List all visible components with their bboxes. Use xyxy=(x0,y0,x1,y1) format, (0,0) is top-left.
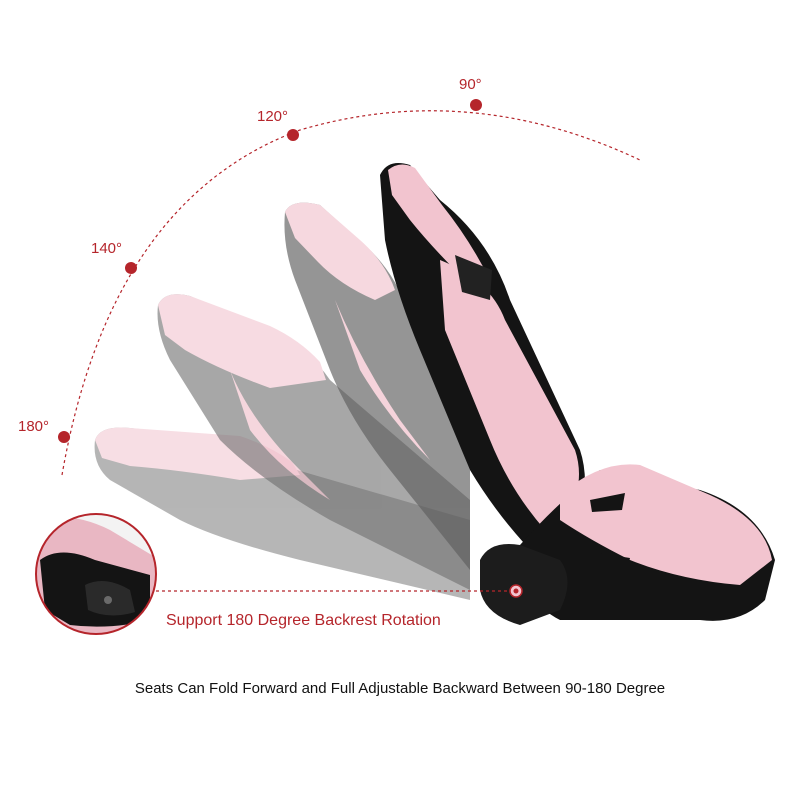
zoom-inset xyxy=(35,513,157,635)
feature-caption: Support 180 Degree Backrest Rotation xyxy=(166,612,441,629)
angle-dot-icon xyxy=(470,99,482,111)
angle-dot-icon xyxy=(125,262,137,274)
angle-label-140: 140° xyxy=(91,240,122,257)
angle-dot-icon xyxy=(287,129,299,141)
angle-label-180: 180° xyxy=(18,418,49,435)
seat-cushion xyxy=(520,464,775,621)
seat-backrest xyxy=(380,162,585,561)
recline-mechanism xyxy=(480,544,568,625)
angle-label-120: 120° xyxy=(257,108,288,125)
ghost-backrest-120 xyxy=(284,202,470,570)
angle-label-90: 90° xyxy=(459,76,482,93)
rotation-arc xyxy=(61,110,641,476)
main-caption: Seats Can Fold Forward and Full Adjustab… xyxy=(134,680,666,697)
angle-dot-icon xyxy=(58,431,70,443)
ghost-backrest-140 xyxy=(157,294,470,590)
